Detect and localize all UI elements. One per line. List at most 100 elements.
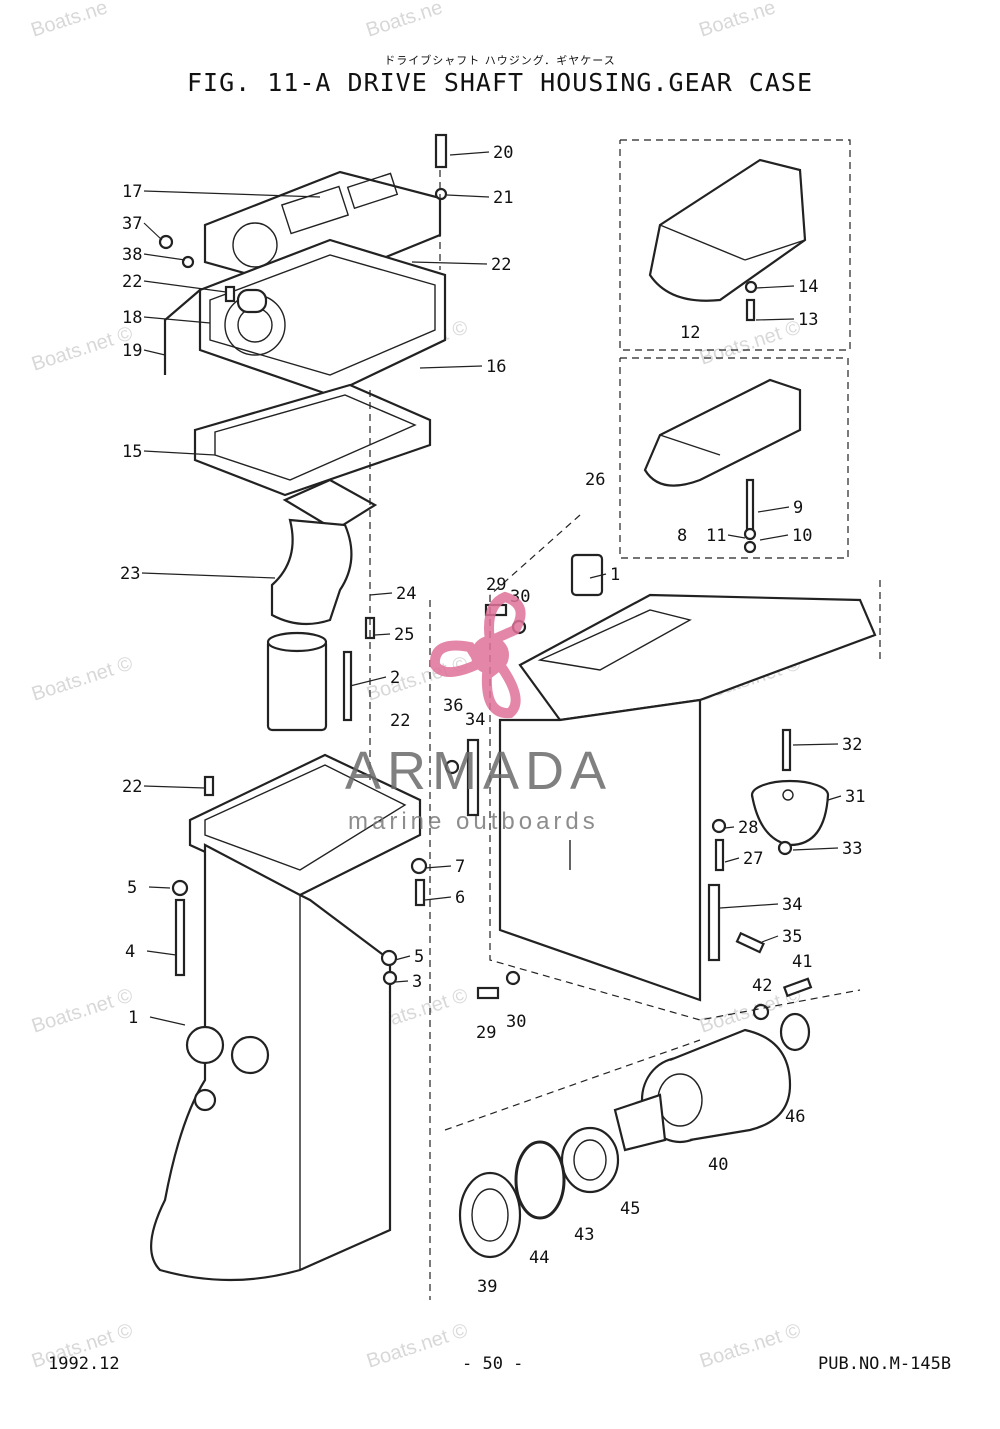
callout-46: 46 xyxy=(785,1107,805,1127)
callout-34: 34 xyxy=(782,895,802,915)
callout-17: 17 xyxy=(122,182,142,202)
spacer xyxy=(613,1093,667,1152)
callout-22: 22 xyxy=(491,255,511,275)
callout-20: 20 xyxy=(493,143,513,163)
leader-line xyxy=(148,886,171,889)
callout-36: 36 xyxy=(443,696,463,716)
callout-37: 37 xyxy=(122,214,142,234)
leader-line xyxy=(755,285,795,289)
callout-42: 42 xyxy=(752,976,772,996)
leader-line xyxy=(449,151,490,156)
logo-tagline: marine outboards xyxy=(348,808,599,835)
callout-24: 24 xyxy=(396,584,416,604)
gear-case-upper xyxy=(498,553,877,1002)
callout-28: 28 xyxy=(738,818,758,838)
callout-39: 39 xyxy=(477,1277,497,1297)
callout-5: 5 xyxy=(414,947,424,967)
callout-14: 14 xyxy=(798,277,818,297)
callout-26: 26 xyxy=(585,470,605,490)
callout-4: 4 xyxy=(125,942,135,962)
leader-line xyxy=(143,450,216,456)
callout-11: 11 xyxy=(706,526,726,546)
leader-line xyxy=(727,534,746,539)
bearing-housing xyxy=(640,1012,811,1144)
callout-22: 22 xyxy=(390,711,410,731)
water-pipe xyxy=(163,289,201,375)
leader-line xyxy=(374,633,391,636)
callout-34: 34 xyxy=(465,710,485,730)
callout-29: 29 xyxy=(476,1023,496,1043)
gasket xyxy=(193,383,432,497)
callout-7: 7 xyxy=(455,857,465,877)
callout-33: 33 xyxy=(842,839,862,859)
callout-27: 27 xyxy=(743,849,763,869)
leader-line xyxy=(419,365,483,369)
leader-line xyxy=(349,676,387,687)
leader-line xyxy=(755,318,795,321)
leader-line xyxy=(827,795,842,801)
leader-line xyxy=(761,935,779,943)
callout-22: 22 xyxy=(122,777,142,797)
callout-10: 10 xyxy=(792,526,812,546)
callout-43: 43 xyxy=(574,1225,594,1245)
callout-3: 3 xyxy=(412,972,422,992)
cover-upper xyxy=(648,158,807,302)
leader-line xyxy=(143,222,163,241)
callout-12: 12 xyxy=(680,323,700,343)
leader-line xyxy=(143,316,211,324)
callout-44: 44 xyxy=(529,1248,549,1268)
leader-line xyxy=(141,572,276,579)
callout-16: 16 xyxy=(486,357,506,377)
leader-line xyxy=(143,253,186,261)
leader-line xyxy=(589,573,607,579)
callout-15: 15 xyxy=(122,442,142,462)
logo-wordmark: ARMADA xyxy=(345,741,613,801)
leader-line xyxy=(424,865,452,869)
callout-32: 32 xyxy=(842,735,862,755)
leader-line xyxy=(143,190,321,198)
leader-line xyxy=(757,506,790,513)
fasteners xyxy=(158,133,813,1021)
callout-5: 5 xyxy=(127,878,137,898)
cover-lower xyxy=(643,378,802,487)
callout-23: 23 xyxy=(120,564,140,584)
callout-21: 21 xyxy=(493,188,513,208)
bearing xyxy=(560,1126,620,1194)
reference-lines xyxy=(369,139,881,1300)
page-title: FIG. 11-A DRIVE SHAFT HOUSING.GEAR CASE xyxy=(187,68,813,97)
callout-35: 35 xyxy=(782,927,802,947)
footer-publication: PUB.NO.M-145B xyxy=(818,1354,952,1374)
upper-casing xyxy=(198,238,447,397)
leader-line xyxy=(724,826,735,829)
leader-line xyxy=(759,534,789,541)
callout-30: 30 xyxy=(506,1012,526,1032)
leader-line xyxy=(143,280,227,293)
leader-line xyxy=(719,903,779,909)
leader-line xyxy=(369,592,393,596)
callout-40: 40 xyxy=(708,1155,728,1175)
leader-line xyxy=(792,743,839,746)
callout-6: 6 xyxy=(455,888,465,908)
callout-31: 31 xyxy=(845,787,865,807)
rubber-seal xyxy=(266,631,328,732)
roller-bearing xyxy=(458,1171,522,1259)
callout-29: 29 xyxy=(486,575,506,595)
callout-13: 13 xyxy=(798,310,818,330)
footer-page-number: - 50 - xyxy=(462,1354,524,1374)
leader-line xyxy=(724,857,740,863)
part-callouts: 2021221737382218191615232425222225417653… xyxy=(120,143,865,1297)
footer-date: 1992.12 xyxy=(48,1354,120,1374)
callout-1: 1 xyxy=(610,565,620,585)
exhaust-manifold xyxy=(270,478,378,626)
leader-line xyxy=(411,261,488,265)
leader-line xyxy=(394,955,411,961)
callout-25: 25 xyxy=(394,625,414,645)
callout-8: 8 xyxy=(677,526,687,546)
callout-45: 45 xyxy=(620,1199,640,1219)
leader-line xyxy=(394,980,409,983)
callout-2: 2 xyxy=(390,668,400,688)
callout-41: 41 xyxy=(792,952,812,972)
leader-line xyxy=(446,194,490,198)
japanese-title: ドライブシャフト ハウジング．ギヤケース xyxy=(384,54,616,67)
